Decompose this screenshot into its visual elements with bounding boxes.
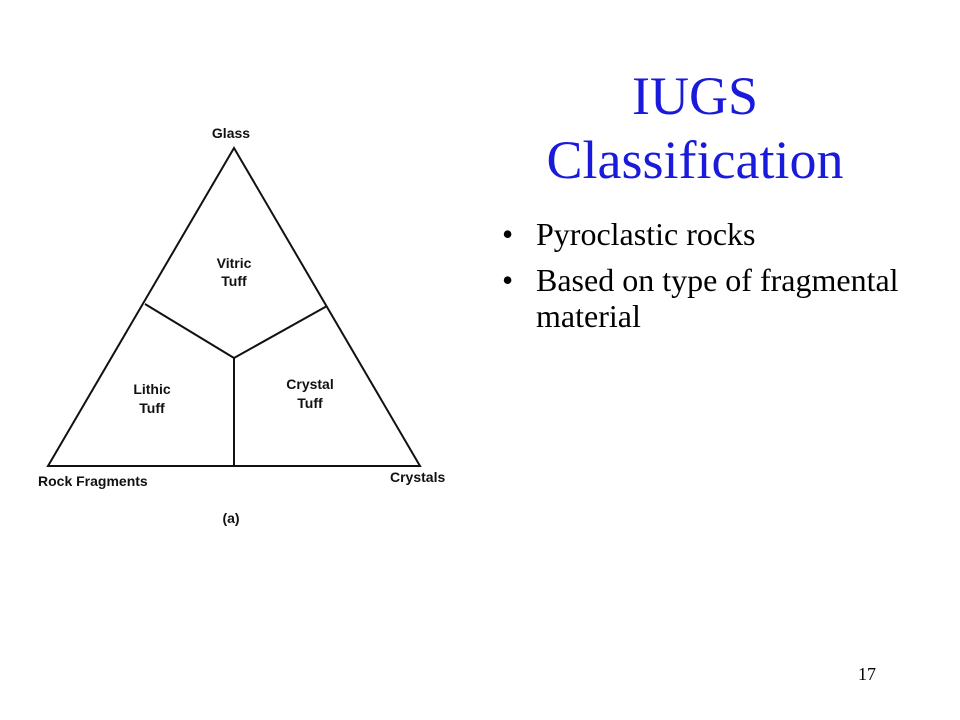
bullet-list: • Pyroclastic rocks • Based on type of f… — [500, 216, 900, 344]
field-label-vitric-line2: Tuff — [221, 273, 247, 289]
field-label-crystal-line2: Tuff — [297, 395, 323, 411]
slide-title: IUGS Classification — [500, 64, 890, 192]
page-number: 17 — [858, 664, 876, 684]
apex-label-rock-fragments: Rock Fragments — [38, 473, 148, 489]
apex-label-crystals: Crystals — [390, 469, 445, 485]
field-label-crystal-line1: Crystal — [286, 376, 333, 392]
bullet-dot-icon: • — [502, 216, 514, 252]
diagram-caption: (a) — [222, 510, 239, 526]
bullet-text: Based on type of fragmental material — [536, 262, 899, 334]
bullet-item: • Based on type of fragmental material — [500, 262, 900, 334]
field-label-lithic-line1: Lithic — [133, 381, 171, 397]
field-label-lithic-line2: Tuff — [139, 400, 165, 416]
slide-title-line1: IUGS — [631, 66, 758, 126]
bullet-text: Pyroclastic rocks — [536, 216, 756, 252]
divider-upper-right — [233, 305, 328, 359]
field-label-vitric-line1: Vitric — [217, 255, 252, 271]
slide-title-line2: Classification — [546, 130, 844, 190]
bullet-item: • Pyroclastic rocks — [500, 216, 900, 252]
divider-upper-left — [144, 303, 235, 359]
ternary-diagram: Glass Rock Fragments Crystals Vitric Tuf… — [38, 125, 445, 526]
apex-label-glass: Glass — [212, 125, 250, 141]
bullet-dot-icon: • — [502, 262, 514, 298]
